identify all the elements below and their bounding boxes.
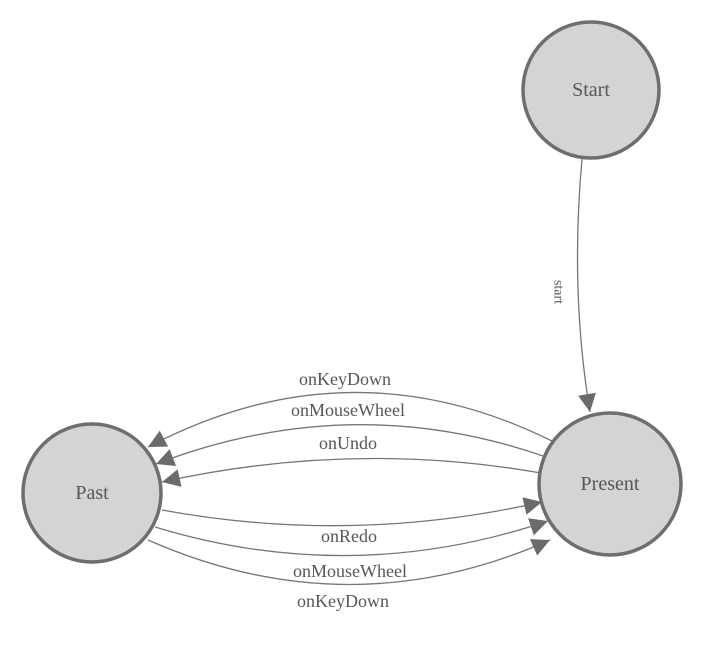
state-circle-present[interactable] — [537, 411, 683, 557]
node-past[interactable]: Past — [21, 422, 163, 564]
edge-past-to-present-onredo[interactable] — [161, 497, 543, 527]
state-label-present: Present — [581, 473, 640, 495]
state-circle-start[interactable] — [521, 20, 661, 160]
edge-label-onundo: onUndo — [319, 433, 377, 453]
state-circle-past[interactable] — [21, 422, 163, 564]
edge-label-onmousewheel-top: onMouseWheel — [291, 400, 405, 420]
state-label-start: Start — [572, 79, 610, 101]
edge-label-onkeydown-top: onKeyDown — [299, 369, 391, 389]
state-label-past: Past — [75, 482, 109, 504]
edge-present-to-past-onundo[interactable] — [161, 457, 542, 487]
edge-label-onmousewheel-bottom: onMouseWheel — [293, 561, 407, 581]
node-present[interactable]: Present — [537, 411, 683, 557]
edge-present-to-past-onkeydown[interactable] — [147, 391, 553, 448]
edge-label-onredo: onRedo — [321, 526, 377, 546]
edge-past-to-present-onkeydown[interactable] — [147, 539, 551, 586]
edges-layer: start onKeyDown onMouseWheel onUndo onRe… — [147, 158, 596, 611]
edge-label-onkeydown-bottom: onKeyDown — [297, 591, 389, 611]
edge-label-start: start — [551, 280, 566, 304]
edge-present-to-past-onmousewheel[interactable] — [155, 424, 547, 466]
node-start[interactable]: Start — [521, 20, 661, 160]
nodes-layer: Start Present Past — [21, 20, 683, 564]
edge-past-to-present-onmousewheel[interactable] — [154, 518, 549, 557]
edge-start-to-present[interactable] — [576, 158, 596, 413]
